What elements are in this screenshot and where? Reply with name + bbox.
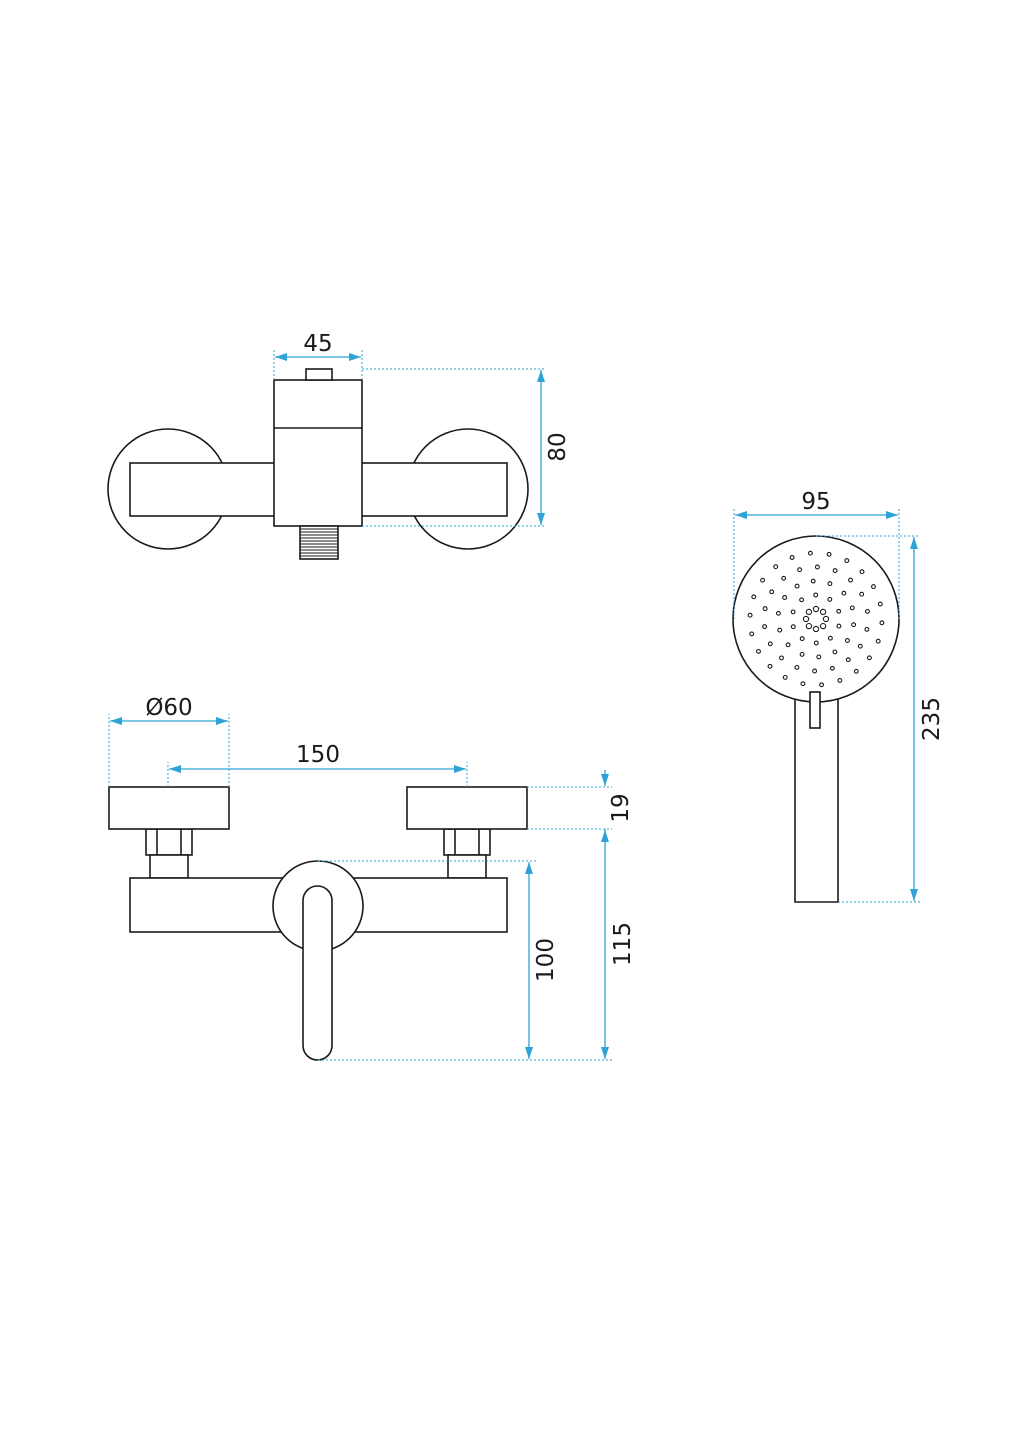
top-button: [305, 368, 333, 381]
spray-mode-button: [809, 691, 821, 729]
spray-hole: [816, 654, 822, 660]
spray-hole: [805, 622, 813, 630]
spray-hole: [814, 564, 820, 570]
spray-hole: [760, 577, 766, 583]
spray-hole: [782, 674, 788, 680]
cartridge-block: [273, 379, 363, 527]
spray-hole: [775, 610, 781, 616]
left-stem: [149, 854, 189, 879]
spray-hole: [812, 605, 820, 613]
spray-hole: [769, 589, 775, 595]
spray-hole: [799, 597, 805, 603]
spray-hole: [762, 624, 768, 630]
spray-hole: [756, 648, 761, 654]
spray-hole: [875, 638, 881, 644]
dim-label-100: 100: [533, 938, 559, 982]
spray-hole: [812, 668, 818, 674]
spray-hole: [819, 608, 827, 616]
spray-hole: [841, 590, 847, 596]
spray-hole: [790, 609, 796, 615]
spray-hole: [844, 638, 850, 643]
spray-hole: [812, 625, 820, 633]
threaded-outlet: [299, 525, 339, 560]
spray-hole: [800, 681, 806, 687]
spray-hole: [789, 555, 795, 560]
left-rosette-side: [108, 786, 230, 830]
spray-hole: [813, 640, 819, 646]
spray-hole: [853, 668, 859, 674]
spray-hole: [747, 612, 753, 618]
spray-hole: [826, 551, 832, 557]
spray-holes: [747, 550, 885, 688]
spray-hole: [781, 575, 787, 581]
dim-label-19: 19: [608, 793, 634, 822]
spray-hole: [794, 664, 800, 670]
spray-hole: [767, 663, 773, 669]
spray-hole: [857, 643, 863, 649]
spray-hole: [751, 594, 757, 600]
spray-hole: [802, 615, 810, 623]
thread-lines: [300, 528, 338, 557]
spray-hole: [799, 636, 805, 642]
spray-hole: [813, 592, 819, 598]
spray-hole: [799, 651, 805, 657]
spray-hole: [785, 642, 791, 648]
spray-hole: [819, 682, 825, 688]
left-nut: [145, 828, 193, 856]
dim-label-45: 45: [303, 331, 332, 357]
dim-label-235: 235: [919, 697, 945, 741]
right-rosette-side: [406, 786, 528, 830]
dim-label-115: 115: [610, 922, 636, 966]
spray-hole: [762, 606, 768, 612]
shower-head: [732, 535, 900, 703]
hand-shower: 95 235: [732, 489, 945, 903]
spray-hole: [782, 595, 788, 600]
spray-hole: [767, 641, 773, 647]
spray-hole: [805, 608, 813, 616]
spray-hole: [779, 655, 784, 661]
right-stem: [447, 854, 487, 879]
dim-label-150: 150: [296, 742, 340, 768]
spray-hole: [836, 623, 842, 629]
spray-hole: [827, 635, 833, 641]
spray-hole: [877, 601, 883, 607]
spray-hole: [864, 608, 870, 614]
spray-hole: [845, 657, 851, 663]
spray-hole: [777, 627, 783, 633]
spray-hole: [849, 605, 855, 611]
spray-hole: [859, 591, 865, 597]
spray-hole: [827, 596, 833, 602]
right-nut: [443, 828, 491, 856]
spray-hole: [864, 626, 870, 632]
spray-hole: [832, 568, 838, 574]
spray-hole: [797, 567, 803, 573]
spray-hole: [866, 655, 872, 661]
spray-hole: [807, 550, 813, 556]
dim-label-60: Ø60: [145, 695, 192, 721]
spray-hole: [836, 608, 842, 614]
spray-hole: [819, 622, 827, 630]
spray-hole: [790, 624, 796, 630]
front-view: Ø60 150 19 100 115: [108, 695, 636, 1061]
spray-hole: [859, 569, 865, 575]
spray-hole: [851, 622, 857, 628]
spray-hole: [827, 581, 833, 587]
spray-hole: [773, 564, 779, 570]
spray-hole: [794, 583, 800, 589]
spray-hole: [837, 678, 843, 683]
dim-label-95: 95: [801, 489, 830, 515]
spray-hole: [848, 577, 853, 583]
spray-hole: [879, 620, 885, 626]
spray-hole: [810, 578, 816, 584]
spray-hole: [871, 584, 876, 590]
spray-hole: [832, 649, 838, 655]
top-view: 45 80: [107, 331, 571, 560]
spray-hole: [829, 665, 835, 671]
spray-hole: [822, 615, 830, 623]
spray-hole: [749, 631, 755, 637]
dim-label-80: 80: [545, 432, 571, 461]
lever-handle: [302, 885, 333, 1061]
spray-hole: [844, 558, 850, 564]
